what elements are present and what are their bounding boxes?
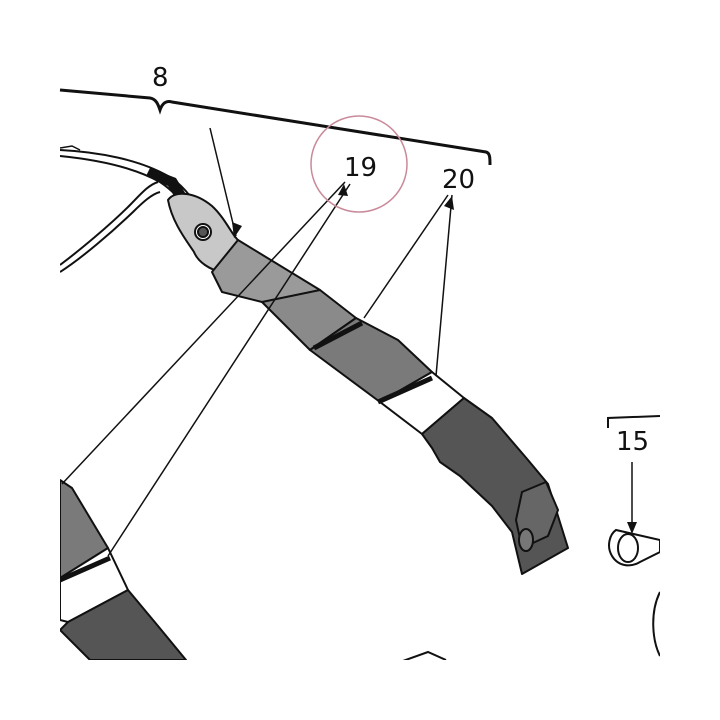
leader-arrowheads [232,184,637,534]
callout-20: 20 [442,165,475,195]
arm-lower [60,479,187,660]
callout-8: 8 [152,63,169,93]
part-15-cap [608,528,660,657]
arm-lower-seams [60,555,112,583]
group-8-brace [59,88,492,166]
highlight-circle [310,115,408,213]
part-15-bracket [607,415,660,428]
leader-lines [61,127,633,557]
arm-upper-seams [312,320,434,405]
callout-19: 19 [344,153,377,183]
chevron-mark [402,650,447,660]
arm-upper [167,192,569,575]
callout-15: 15 [616,427,649,457]
